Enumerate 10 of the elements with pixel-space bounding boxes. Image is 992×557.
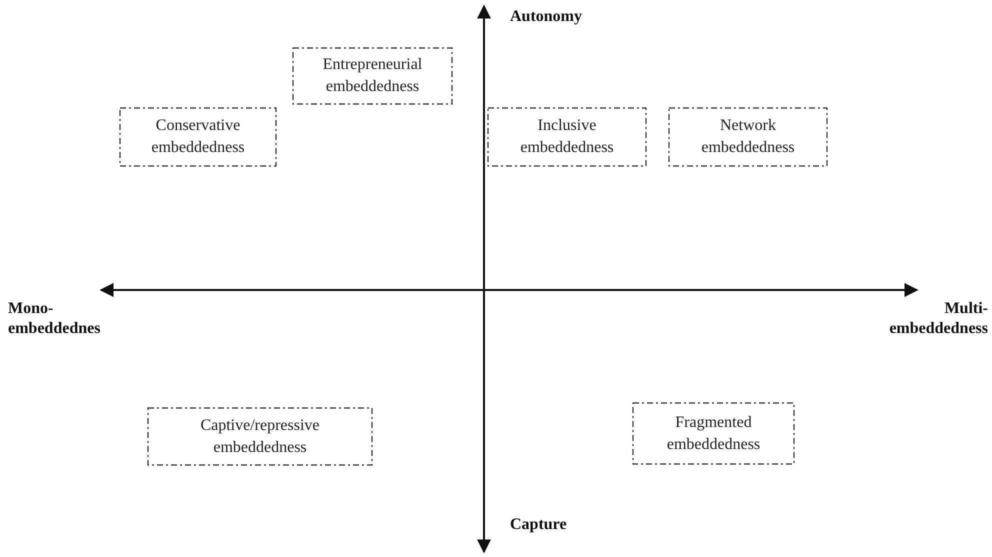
box-label: Entrepreneurial embeddedness: [322, 55, 424, 97]
axis-label: Mono- embeddednes: [8, 299, 102, 339]
box-label: Conservative embeddedness: [150, 116, 246, 158]
box-label: Fragmented embeddedness: [666, 412, 762, 454]
axis-label: Multi- embeddedness: [888, 299, 988, 339]
box-label: Inclusive embeddedness: [519, 116, 615, 158]
box-label: Captive/repressive embeddedness: [199, 416, 321, 458]
axis-label: Autonomy: [510, 7, 584, 27]
axis-label: Capture: [510, 515, 568, 535]
box-label: Network embeddedness: [700, 116, 796, 158]
